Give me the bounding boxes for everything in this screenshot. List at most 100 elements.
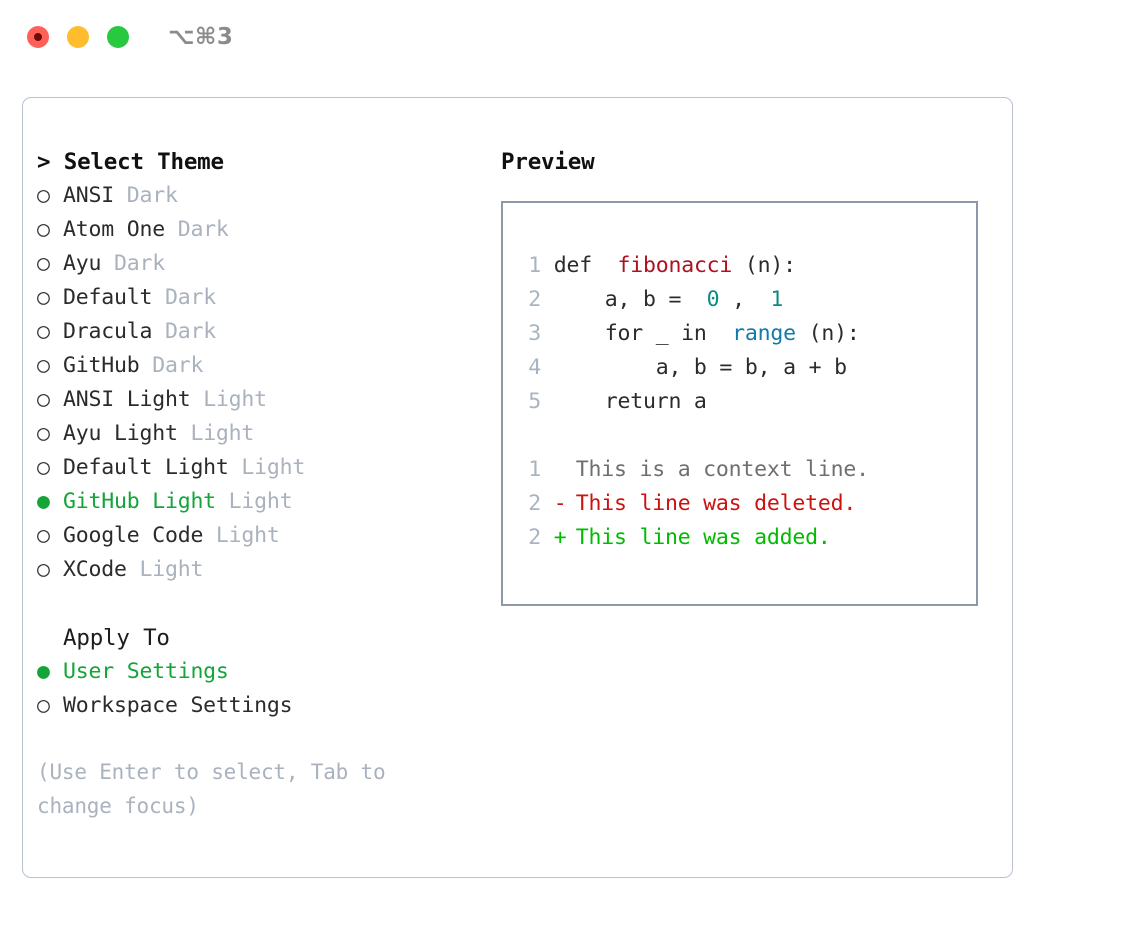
title-bar: ⌥⌘3 xyxy=(0,0,1140,76)
diff-marker-del: - xyxy=(541,491,567,516)
code-token-plain: a, b = xyxy=(541,287,694,312)
theme-option-6[interactable]: ○ ANSI Light Light xyxy=(37,383,492,417)
apply-option-label: User Settings xyxy=(63,659,229,684)
diff-text-ctx: This is a context line. xyxy=(563,457,869,482)
theme-option-variant-tag: Dark xyxy=(152,285,216,310)
select-theme-heading: > Select Theme xyxy=(37,145,492,179)
diff-marker-ctx xyxy=(541,453,563,487)
code-token-plain: (n): xyxy=(732,253,796,278)
theme-option-9[interactable]: ●GitHub Light Light xyxy=(37,485,492,519)
apply-option-0[interactable]: ● User Settings xyxy=(37,655,492,689)
code-token-plain: a, b = b, a + b xyxy=(541,355,847,380)
theme-option-3[interactable]: ○ Default Dark xyxy=(37,281,492,315)
theme-option-label: Google Code xyxy=(63,523,204,548)
theme-option-variant-tag: Light xyxy=(126,557,204,582)
theme-option-5[interactable]: ○GitHub Dark xyxy=(37,349,492,383)
theme-option-11[interactable]: ○ XCode Light xyxy=(37,553,492,587)
radio-unselected-icon: ○ xyxy=(37,387,50,412)
theme-list: ○ANSI Dark○Atom One Dark○Ayu Dark○Defaul… xyxy=(37,179,492,587)
theme-option-label: Ayu Light xyxy=(63,421,178,446)
theme-option-variant-tag: Dark xyxy=(113,183,178,208)
theme-option-label: GitHub xyxy=(63,353,140,378)
code-line-number: 1 xyxy=(528,253,541,278)
radio-unselected-icon: ○ xyxy=(37,217,50,242)
code-token-plain: (n): xyxy=(795,321,860,346)
select-theme-prefix: > xyxy=(37,149,51,175)
radio-unselected-icon: ○ xyxy=(37,285,50,310)
preview-heading: Preview xyxy=(501,149,595,175)
code-token-num: 1 xyxy=(757,287,784,312)
code-line-number: 5 xyxy=(528,389,541,414)
theme-option-variant-tag: Light xyxy=(215,489,293,514)
theme-option-variant-tag: Dark xyxy=(101,251,165,276)
maximize-window-icon[interactable] xyxy=(107,26,129,48)
code-line-2: 3 for _ in range (n): xyxy=(517,317,869,351)
diff-lines: 1 This is a context line.2 - This line w… xyxy=(517,453,869,555)
theme-option-label: Default Light xyxy=(63,455,229,480)
theme-option-variant-tag: Dark xyxy=(139,353,204,378)
theme-option-label: Default xyxy=(63,285,153,310)
theme-option-variant-tag: Light xyxy=(203,523,280,548)
theme-option-label: Atom One xyxy=(63,217,165,242)
code-line-number: 2 xyxy=(528,287,541,312)
diff-marker-add: + xyxy=(541,525,567,550)
radio-unselected-icon: ○ xyxy=(37,557,50,582)
apply-to-heading: Apply To xyxy=(37,621,492,655)
theme-option-variant-tag: Light xyxy=(190,387,267,412)
code-token-func: fibonacci xyxy=(604,253,733,278)
diff-line-1: 2 - This line was deleted. xyxy=(517,487,869,521)
theme-option-label: ANSI Light xyxy=(63,387,191,412)
radio-unselected-icon: ○ xyxy=(37,455,50,480)
theme-option-0[interactable]: ○ ANSI Dark xyxy=(37,179,492,213)
code-token-plain: , xyxy=(719,287,758,312)
theme-option-4[interactable]: ○ Dracula Dark xyxy=(37,315,492,349)
apply-option-1[interactable]: ○Workspace Settings xyxy=(37,689,492,723)
code-token-plain: for _ in xyxy=(541,321,720,346)
content-panel: > Select Theme ○ANSI Dark○Atom One Dark○… xyxy=(22,97,1013,878)
theme-option-8[interactable]: ○ Default Light Light xyxy=(37,451,492,485)
theme-picker-column: > Select Theme ○ANSI Dark○Atom One Dark○… xyxy=(37,145,492,823)
code-token-plain: return a xyxy=(541,389,707,414)
theme-option-variant-tag: Dark xyxy=(164,217,229,242)
code-line-0: 1 def fibonacci (n): xyxy=(517,249,869,283)
select-theme-label: Select Theme xyxy=(63,149,224,175)
apply-to-label: Apply To xyxy=(63,625,170,651)
radio-unselected-icon: ○ xyxy=(37,421,50,446)
code-line-3: 4 a, b = b, a + b xyxy=(517,351,869,385)
code-line-1: 2 a, b = 0 , 1 xyxy=(517,283,869,317)
diff-text-del: This line was deleted. xyxy=(563,491,857,516)
code-line-4: 5 return a xyxy=(517,385,869,419)
preview-column: Preview 1 def fibonacci (n):2 a, b = 0 ,… xyxy=(501,145,1001,606)
diff-line-number: 2 xyxy=(528,525,541,550)
radio-unselected-icon: ○ xyxy=(37,319,50,344)
section-spacer xyxy=(37,587,492,621)
radio-unselected-icon: ○ xyxy=(37,183,50,208)
theme-option-7[interactable]: ○ Ayu Light Light xyxy=(37,417,492,451)
diff-text-add: This line was added. xyxy=(563,525,831,550)
code-line-number: 4 xyxy=(528,355,541,380)
code-token-num: 0 xyxy=(693,287,720,312)
minimize-window-icon[interactable] xyxy=(67,26,89,48)
keyboard-hint: (Use Enter to select, Tab to change focu… xyxy=(37,760,386,818)
theme-option-label: ANSI xyxy=(63,183,114,208)
radio-selected-icon: ● xyxy=(37,659,50,684)
theme-option-label: Dracula xyxy=(63,319,153,344)
diff-line-number: 2 xyxy=(528,491,541,516)
theme-option-variant-tag: Light xyxy=(177,421,255,446)
traffic-lights xyxy=(27,26,129,48)
theme-option-1[interactable]: ○ Atom One Dark xyxy=(37,213,492,247)
theme-option-variant-tag: Dark xyxy=(152,319,216,344)
theme-option-10[interactable]: ○Google Code Light xyxy=(37,519,492,553)
radio-unselected-icon: ○ xyxy=(37,693,50,718)
code-token-plain: def xyxy=(541,253,605,278)
theme-option-label: XCode xyxy=(63,557,127,582)
diff-line-2: 2 + This line was added. xyxy=(517,521,869,555)
theme-option-2[interactable]: ○Ayu Dark xyxy=(37,247,492,281)
radio-selected-icon: ● xyxy=(37,489,50,514)
close-window-icon[interactable] xyxy=(27,26,49,48)
theme-option-variant-tag: Light xyxy=(228,455,306,480)
